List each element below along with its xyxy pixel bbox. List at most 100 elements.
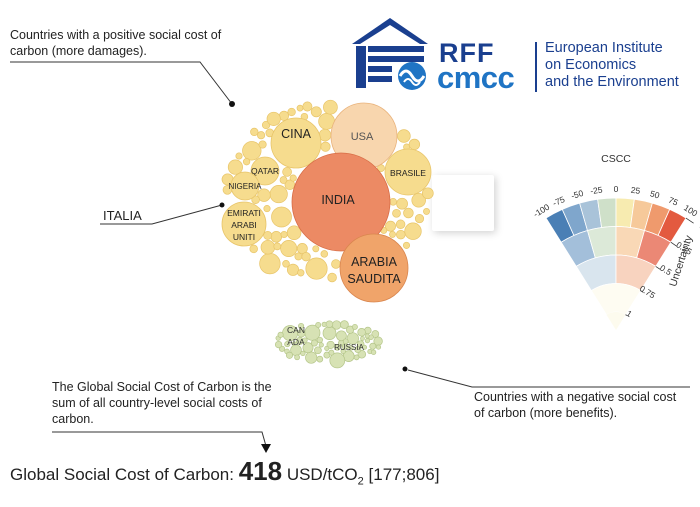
small-negative-bubble	[302, 337, 308, 343]
logo-divider	[535, 42, 537, 92]
italia-label: ITALIA	[103, 208, 142, 223]
small-positive-bubble	[305, 257, 328, 280]
negative-leader-dot	[402, 366, 408, 372]
small-positive-bubbles	[221, 99, 434, 283]
small-positive-bubble	[331, 259, 341, 269]
small-positive-bubble	[414, 214, 425, 224]
small-negative-bubble	[375, 344, 382, 350]
small-positive-bubble	[408, 138, 421, 151]
label-nigeria: NIGERIA	[229, 182, 263, 191]
small-negative-bubble	[302, 342, 314, 354]
small-negative-bubble	[274, 340, 283, 349]
small-negative-bubble	[340, 348, 346, 354]
label-cina: CINA	[281, 127, 312, 141]
bubble-arabia-saudita[interactable]	[339, 233, 409, 303]
legend-cell	[606, 311, 626, 330]
small-positive-bubble	[287, 107, 296, 117]
small-positive-bubble	[421, 187, 434, 200]
legend-uncertainty-tick: 0.75	[638, 283, 658, 300]
small-negative-bubble	[284, 341, 291, 348]
small-positive-bubble	[286, 225, 302, 240]
small-negative-bubble	[322, 326, 337, 340]
small-positive-bubble	[296, 104, 304, 112]
institute-line-1: European Institute	[545, 40, 663, 56]
small-positive-bubble	[392, 208, 401, 218]
small-positive-bubble	[269, 185, 288, 204]
small-negative-bubble	[328, 349, 335, 356]
small-positive-bubble	[259, 252, 281, 275]
label-qatar: QATAR	[251, 166, 279, 176]
bubble-cina[interactable]	[270, 117, 322, 169]
small-negative-bubble	[316, 355, 324, 363]
small-negative-bubble	[291, 341, 297, 347]
global-cost-unit-sub: 2	[357, 475, 364, 488]
small-positive-bubble	[310, 106, 322, 118]
global-cost-unit: USD/tCO	[286, 465, 358, 484]
small-positive-bubble	[250, 127, 259, 137]
bubble-nigeria[interactable]	[230, 171, 260, 201]
label-arabia-2: SAUDITA	[347, 272, 401, 286]
small-negative-bubble	[371, 330, 380, 338]
small-negative-bubble	[348, 345, 354, 351]
bubble-emirati[interactable]	[221, 201, 267, 247]
small-positive-bubble	[242, 141, 262, 161]
small-positive-bubble	[279, 176, 288, 184]
label-russia: RUSSIA	[334, 343, 364, 352]
label-india: INDIA	[321, 193, 355, 207]
legend-scale-tick: 75	[667, 195, 680, 208]
small-negative-bubble	[324, 345, 330, 351]
small-negative-bubble	[351, 323, 358, 330]
cscc-legend	[545, 197, 687, 330]
small-negative-bubble	[329, 352, 346, 369]
label-canada-2: ADA	[287, 337, 305, 347]
small-negative-bubble	[353, 354, 360, 361]
rff-logo-text: RFF	[439, 38, 495, 68]
small-positive-bubble	[258, 140, 267, 149]
small-negative-bubble	[285, 351, 294, 359]
small-positive-bubble	[397, 129, 411, 143]
small-positive-bubble	[251, 195, 260, 204]
small-positive-bubble	[261, 120, 271, 130]
bubble-brasile[interactable]	[384, 148, 432, 196]
small-positive-bubble	[263, 205, 271, 213]
small-positive-bubble	[280, 240, 298, 257]
small-positive-bubble	[301, 252, 311, 262]
small-positive-bubble	[395, 219, 406, 230]
bubble-qatar[interactable]	[250, 156, 280, 186]
small-positive-bubble	[396, 229, 406, 240]
small-positive-bubble	[411, 192, 426, 208]
small-positive-bubble	[263, 230, 273, 240]
legend-uncertainty-tick: 1	[625, 308, 635, 319]
institute-line-2: on Economics	[545, 57, 637, 73]
small-positive-bubble	[327, 272, 337, 283]
institute-name: European Institute on Economics and the …	[545, 40, 679, 91]
small-positive-bubble	[296, 243, 308, 254]
small-positive-bubble	[270, 231, 283, 243]
legend-scale-tick: 0	[614, 184, 619, 194]
label-canada-1: CAN	[287, 325, 305, 335]
small-negative-bubble	[360, 336, 365, 341]
small-positive-bubble	[289, 174, 297, 182]
small-positive-bubble	[320, 250, 329, 258]
positive-leader-line	[10, 61, 233, 105]
small-positive-bubble	[260, 239, 276, 255]
legend-uncertainty-tickmark	[670, 241, 678, 247]
global-cost-value: 418	[238, 456, 283, 486]
global-cost-label: Global Social Cost of Carbon:	[10, 465, 234, 484]
small-positive-bubble	[282, 260, 290, 268]
cmcc-logo-text: cmcc	[437, 60, 515, 95]
legend-uncertainty-tickmark	[625, 314, 627, 316]
positive-scc-note: Countries with a positive social cost of…	[10, 28, 222, 58]
small-positive-bubble	[286, 263, 300, 276]
small-negative-bubble	[354, 346, 362, 354]
small-negative-bubble	[370, 349, 377, 355]
small-negative-bubble	[357, 328, 366, 337]
italia-leader-dot	[219, 202, 225, 208]
label-emirati-1: EMIRATI	[227, 208, 261, 218]
bubble-india[interactable]	[291, 152, 391, 252]
global-cost-range: [177;806]	[368, 465, 440, 484]
small-positive-bubble	[282, 167, 292, 177]
small-positive-bubble	[423, 207, 430, 215]
legend-uncertainty-tickmark	[655, 266, 661, 270]
global-leader-arrow-icon	[261, 444, 271, 453]
